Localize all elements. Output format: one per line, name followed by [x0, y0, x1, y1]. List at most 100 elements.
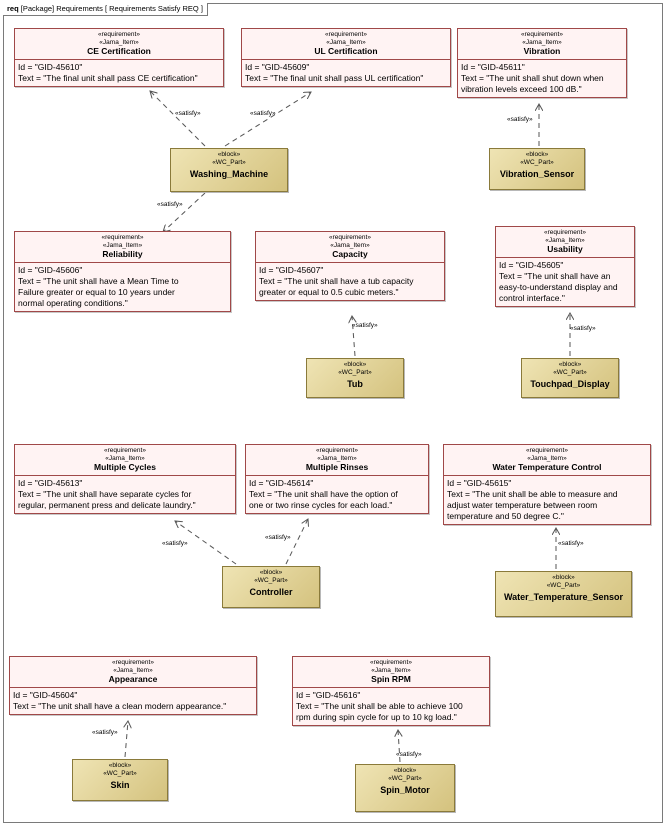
satisfy-dependency-line[interactable]	[125, 721, 128, 758]
stereotype-wc-part: «WC_Part»	[212, 158, 246, 166]
requirement-name: Water Temperature Control	[492, 462, 602, 472]
block-spin-motor[interactable]: «block»«WC_Part»Spin_Motor	[355, 764, 455, 812]
requirement-header: «requirement»«Jama_Item»UL Certification	[242, 29, 450, 60]
stereotype-jama-item: «Jama_Item»	[99, 38, 139, 46]
stereotype-jama-item: «Jama_Item»	[330, 241, 370, 249]
requirement-id: Id = "GID-45607"	[259, 265, 324, 275]
requirement-ul-certification[interactable]: «requirement»«Jama_Item»UL Certification…	[241, 28, 451, 87]
block-name: Water_Temperature_Sensor	[503, 592, 624, 602]
requirement-water-temperature-control[interactable]: «requirement»«Jama_Item»Water Temperatur…	[443, 444, 651, 525]
satisfy-label: «satisfy»	[558, 540, 584, 547]
requirement-name: Reliability	[102, 249, 143, 259]
block-tub[interactable]: «block»«WC_Part»Tub	[306, 358, 404, 398]
block-controller[interactable]: «block»«WC_Part»Controller	[222, 566, 320, 608]
diagram-frame	[3, 3, 663, 823]
satisfy-label: «satisfy»	[396, 751, 422, 758]
requirement-ce-certification[interactable]: «requirement»«Jama_Item»CE Certification…	[14, 28, 224, 87]
block-washing-machine[interactable]: «block»«WC_Part» Washing_Machine	[170, 148, 288, 192]
block-name: Tub	[347, 379, 363, 389]
satisfy-label: «satisfy»	[265, 534, 291, 541]
requirement-header: «requirement»«Jama_Item»Spin RPM	[293, 657, 489, 688]
requirement-body: Id = "GID-45613"Text = "The unit shall h…	[15, 476, 235, 513]
requirement-text-line: normal operating conditions."	[18, 298, 128, 308]
requirement-name: Multiple Cycles	[94, 462, 156, 472]
diagram-frame-title: req [Package] Requirements [ Requirement…	[3, 3, 208, 16]
block-name: Vibration_Sensor	[499, 169, 575, 179]
requirement-text-line: easy-to-understand display and	[499, 282, 618, 292]
requirement-name: Appearance	[108, 674, 158, 684]
satisfy-dependency-line[interactable]	[224, 92, 311, 147]
requirement-id: Id = "GID-45604"	[13, 690, 78, 700]
stereotype-requirement: «requirement»	[112, 659, 154, 666]
satisfy-label: «satisfy»	[507, 116, 533, 123]
requirement-text-line: Text = "The unit shall have a tub capaci…	[259, 276, 414, 286]
requirement-body: Id = "GID-45604"Text = "The unit shall h…	[10, 688, 256, 714]
satisfy-label: «satisfy»	[92, 729, 118, 736]
requirement-id: Id = "GID-45616"	[296, 690, 361, 700]
block-name: Washing_Machine	[189, 169, 269, 179]
stereotype-block: «block»	[217, 151, 241, 158]
block-vibration-sensor[interactable]: «block»«WC_Part»Vibration_Sensor	[489, 148, 585, 190]
stereotype-wc-part: «WC_Part»	[553, 368, 587, 376]
stereotype-jama-item: «Jama_Item»	[317, 454, 357, 462]
block-name: Touchpad_Display	[530, 379, 610, 389]
requirement-header: «requirement»«Jama_Item»Multiple Rinses	[246, 445, 428, 476]
stereotype-wc-part: «WC_Part»	[546, 581, 581, 589]
satisfy-dependency-line[interactable]	[352, 316, 355, 357]
requirement-id: Id = "GID-45606"	[18, 265, 83, 275]
requirement-text-line: regular, permanent press and delicate la…	[18, 500, 196, 510]
stereotype-block: «block»	[343, 361, 367, 368]
requirement-capacity[interactable]: «requirement»«Jama_Item»Capacity Id = "GI…	[255, 231, 445, 301]
satisfy-label: «satisfy»	[570, 325, 596, 332]
requirement-text-line: Text = "The unit shall be able to measur…	[447, 489, 618, 499]
requirement-header: «requirement»«Jama_Item»Usability	[496, 227, 634, 258]
stereotype-requirement: «requirement»	[521, 31, 563, 38]
block-name: Spin_Motor	[380, 785, 430, 795]
block-touchpad-display[interactable]: «block»«WC_Part»Touchpad_Display	[521, 358, 619, 398]
requirement-text-line: Text = "The unit shall be able to achiev…	[296, 701, 463, 711]
requirement-name: Multiple Rinses	[305, 462, 369, 472]
block-water-temperature-sensor[interactable]: «block»«WC_Part»Water_Temperature_Sensor	[495, 571, 632, 617]
stereotype-requirement: «requirement»	[98, 31, 140, 38]
requirement-text-line: temperature and 50 degree C."	[447, 511, 564, 521]
satisfy-dependency-line[interactable]	[175, 521, 237, 565]
frame-kind: req	[7, 4, 19, 13]
requirement-id: Id = "GID-45613"	[18, 478, 83, 488]
stereotype-wc-part: «WC_Part»	[103, 769, 137, 777]
stereotype-requirement: «requirement»	[526, 447, 568, 454]
requirement-reliability[interactable]: «requirement»«Jama_Item»Reliability Id = …	[14, 231, 231, 312]
satisfy-dependency-line[interactable]	[150, 91, 206, 147]
requirement-text-line: vibration levels exceed 100 dB."	[461, 84, 582, 94]
requirement-header: «requirement»«Jama_Item»Multiple Cycles	[15, 445, 235, 476]
stereotype-block: «block»	[393, 767, 417, 774]
requirement-name: Capacity	[332, 249, 368, 259]
requirement-name: Usability	[547, 244, 583, 254]
requirement-header: «requirement»«Jama_Item»CE Certification	[15, 29, 223, 60]
requirement-header: «requirement»«Jama_Item»Water Temperatur…	[444, 445, 650, 476]
requirement-id: Id = "GID-45610"	[18, 62, 83, 72]
stereotype-block: «block»	[108, 762, 132, 769]
satisfy-label: «satisfy»	[250, 110, 276, 117]
requirement-text-line: Failure greater or equal to 10 years und…	[18, 287, 175, 297]
requirement-body: Id = "GID-45614"Text = "The unit shall h…	[246, 476, 428, 513]
stereotype-requirement: «requirement»	[329, 234, 371, 241]
requirement-header: «requirement»«Jama_Item»Reliability	[15, 232, 230, 263]
requirement-body: Id = "GID-45605"Text = "The unit shall h…	[496, 258, 634, 306]
requirement-text-line: Text = "The unit shall have a Mean Time …	[18, 276, 179, 286]
satisfy-label: «satisfy»	[157, 201, 183, 208]
stereotype-jama-item: «Jama_Item»	[326, 38, 366, 46]
stereotype-requirement: «requirement»	[544, 229, 586, 236]
satisfy-dependency-line[interactable]	[163, 192, 206, 232]
block-skin[interactable]: «block»«WC_Part»Skin	[72, 759, 168, 801]
stereotype-jama-item: «Jama_Item»	[105, 454, 145, 462]
requirement-body: Id = "GID-45616"Text = "The unit shall b…	[293, 688, 489, 725]
satisfy-label: «satisfy»	[162, 540, 188, 547]
stereotype-block: «block»	[525, 151, 549, 158]
